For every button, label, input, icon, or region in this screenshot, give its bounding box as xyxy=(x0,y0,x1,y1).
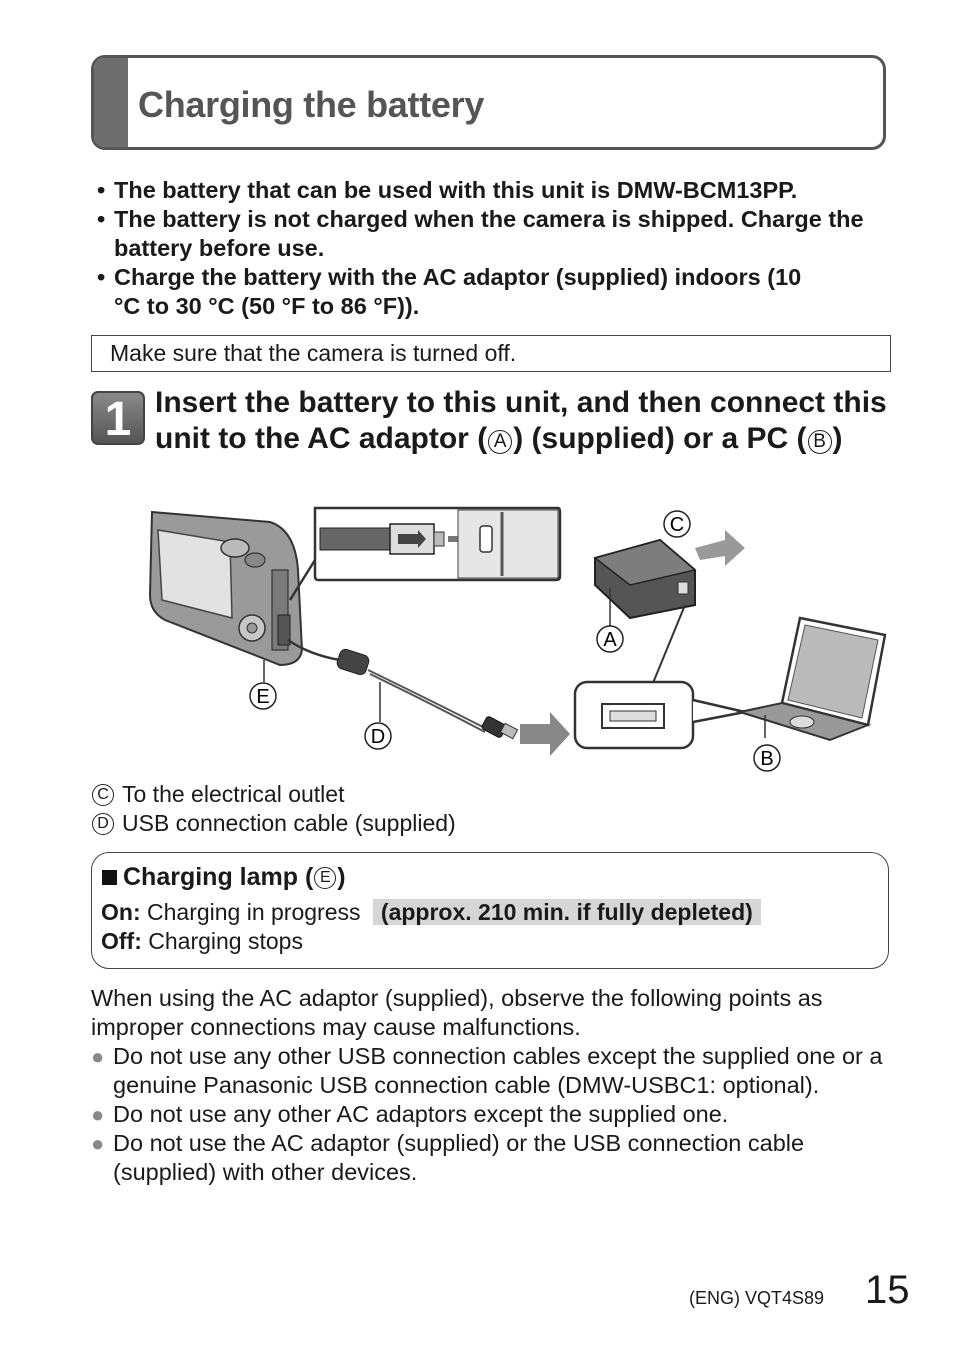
label-d: D xyxy=(364,722,392,750)
lamp-title-prefix: Charging lamp ( xyxy=(123,863,314,891)
connector-zoom-callout xyxy=(288,506,562,601)
svg-text:A: A xyxy=(603,629,617,651)
adaptor-caution-section: When using the AC adaptor (supplied), ob… xyxy=(91,984,901,1187)
caution-text: Do not use the AC adaptor (supplied) or … xyxy=(113,1130,805,1185)
legend-row: C To the electrical outlet xyxy=(91,780,456,809)
laptop-illustration xyxy=(736,616,887,742)
lamp-title-suffix: ) xyxy=(337,863,346,891)
step-number-badge: 1 xyxy=(91,391,145,446)
charging-lamp-title: Charging lamp (E) xyxy=(102,863,346,892)
bullet-mark: • xyxy=(97,264,106,290)
label-b: B xyxy=(753,744,781,772)
caution-item: ● Do not use any other AC adaptors excep… xyxy=(91,1100,901,1129)
lamp-off-row: Off: Charging stops xyxy=(101,927,303,956)
header-tab-decoration xyxy=(94,58,128,147)
lamp-title-label: E xyxy=(314,866,337,889)
precaution-bullets: • The battery that can be used with this… xyxy=(97,176,897,321)
caution-item: ● Do not use the AC adaptor (supplied) o… xyxy=(91,1129,901,1187)
caution-item: ● Do not use any other USB connection ca… xyxy=(91,1042,901,1100)
bullet-mark: • xyxy=(97,206,106,232)
document-code: (ENG) VQT4S89 xyxy=(689,1288,825,1308)
bullet-item: • The battery is not charged when the ca… xyxy=(97,205,897,263)
dot-bullet-icon: ● xyxy=(91,1102,105,1127)
bullet-text: Charge the battery with the AC adaptor (… xyxy=(114,264,802,319)
note-box: Make sure that the camera is turned off. xyxy=(91,335,891,372)
caution-text: Do not use any other USB connection cabl… xyxy=(113,1043,883,1098)
bullet-item: • Charge the battery with the AC adaptor… xyxy=(97,263,897,321)
dot-bullet-icon: ● xyxy=(91,1044,105,1069)
label-a-circle: A xyxy=(488,429,513,454)
lamp-on-text: Charging in progress xyxy=(147,899,361,925)
caution-text: Do not use any other AC adaptors except … xyxy=(113,1101,729,1127)
legend-row: D USB connection cable (supplied) xyxy=(91,809,456,838)
usb-cable-illustration xyxy=(287,638,519,740)
svg-text:B: B xyxy=(760,748,773,770)
lamp-on-row: On: Charging in progress (approx. 210 mi… xyxy=(101,898,761,927)
bullet-text: The battery that can be used with this u… xyxy=(114,177,798,203)
bullet-mark: • xyxy=(97,177,106,203)
step-text-part3: ) xyxy=(832,422,843,455)
bullet-text: The battery is not charged when the came… xyxy=(114,206,864,261)
label-e: E xyxy=(249,682,277,710)
usb-port-callout xyxy=(573,604,746,750)
svg-text:D: D xyxy=(371,726,385,748)
page-number: 15 xyxy=(865,1268,910,1312)
arrow-outlet-icon xyxy=(695,530,745,566)
svg-text:E: E xyxy=(256,686,269,708)
lamp-off-text: Charging stops xyxy=(148,928,303,954)
charging-lamp-box: Charging lamp (E) On: Charging in progre… xyxy=(91,852,889,969)
legend-text: To the electrical outlet xyxy=(122,781,345,807)
step-text-part2: ) (supplied) or a PC ( xyxy=(513,422,807,455)
ac-adaptor-illustration xyxy=(593,530,745,628)
lamp-off-label: Off: xyxy=(101,928,142,954)
caution-intro: When using the AC adaptor (supplied), ob… xyxy=(91,985,823,1040)
arrow-right-icon xyxy=(520,712,570,756)
dot-bullet-icon: ● xyxy=(91,1131,105,1156)
legend-label: C xyxy=(92,783,114,806)
square-bullet-icon xyxy=(102,870,117,885)
section-header: Charging the battery xyxy=(91,55,886,150)
label-b-circle: B xyxy=(807,429,832,454)
step-text-part1: Insert the battery to this unit, and the… xyxy=(155,386,887,455)
connection-illustration: C A E D B xyxy=(148,506,887,772)
camera-illustration xyxy=(148,510,304,667)
bullet-item: • The battery that can be used with this… xyxy=(97,176,897,205)
legend-label: D xyxy=(92,812,114,835)
label-c: C xyxy=(663,510,691,538)
svg-text:C: C xyxy=(670,514,684,536)
illustration-legend: C To the electrical outlet D USB connect… xyxy=(91,780,456,838)
step-instruction: Insert the battery to this unit, and the… xyxy=(155,385,895,457)
label-a: A xyxy=(596,625,624,653)
legend-text: USB connection cable (supplied) xyxy=(122,810,456,836)
lamp-on-label: On: xyxy=(101,899,141,925)
lamp-on-note: (approx. 210 min. if fully depleted) xyxy=(372,899,761,925)
page-title: Charging the battery xyxy=(138,84,485,125)
